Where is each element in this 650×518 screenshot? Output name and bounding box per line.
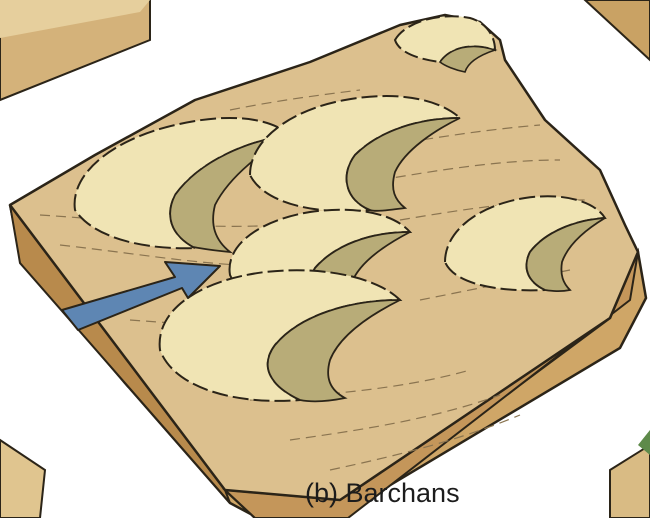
neighbor-panel-bottom-left [0,440,45,518]
neighbor-panel-bottom-right [610,430,650,518]
figure-caption: (b) Barchans [305,478,460,509]
neighbor-panel-top-right [585,0,650,60]
neighbor-panel-top-left [0,0,150,100]
